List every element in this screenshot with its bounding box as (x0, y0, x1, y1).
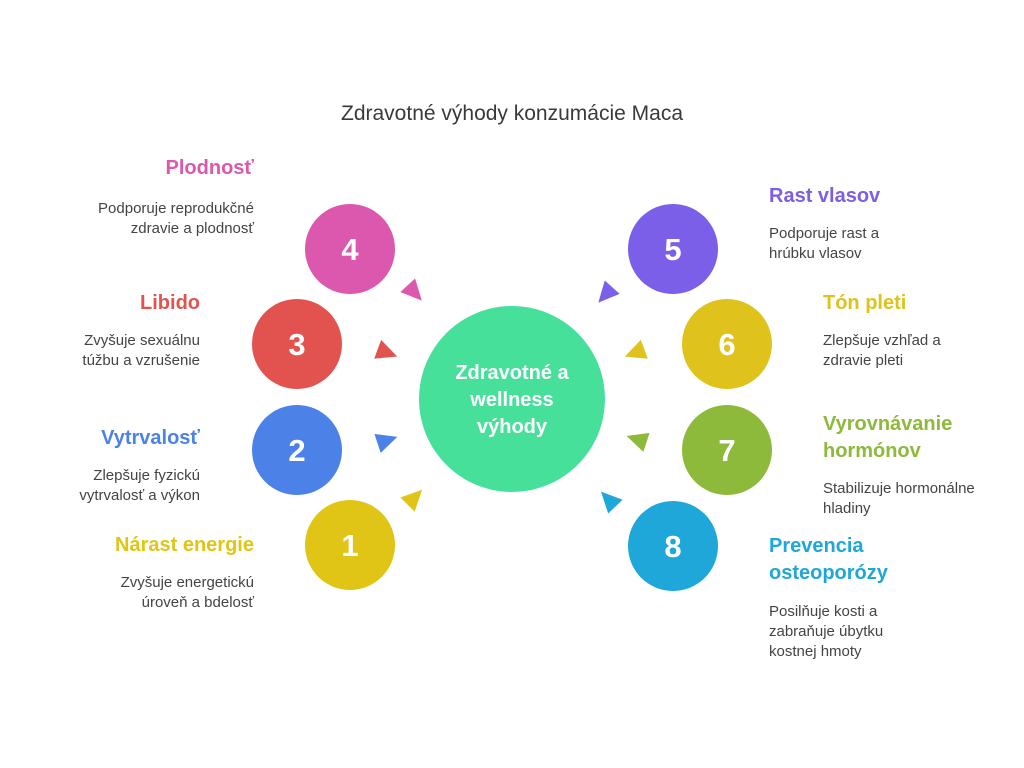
item-8-arrow-icon (600, 491, 623, 514)
item-5-number: 5 (664, 232, 681, 267)
item-6-arrow-icon (624, 339, 648, 359)
item-2-number: 2 (288, 433, 305, 468)
item-5-title: Rast vlasov (769, 185, 881, 207)
center-circle (419, 306, 605, 492)
item-7-circle (682, 405, 772, 495)
item-1-description: Zvyšuje energetickú úroveň a bdelosť (120, 574, 254, 611)
item-7-title: Vyrovnávanie hormónov (823, 413, 953, 462)
item-1-arrow-icon (400, 489, 423, 512)
item-1-title: Nárast energie (115, 534, 254, 556)
item-5-description: Podporuje rast a hrúbku vlasov (769, 225, 880, 262)
item-5-circle (628, 204, 718, 294)
item-8-number: 8 (664, 529, 681, 564)
item-8-circle (628, 501, 718, 591)
item-3-arrow-icon (374, 339, 398, 359)
item-3-number: 3 (288, 327, 305, 362)
item-2-arrow-icon (374, 433, 398, 453)
item-4-number: 4 (341, 232, 359, 267)
item-8-description: Posilňuje kosti a zabraňuje úbytku kostn… (769, 603, 884, 660)
item-2-title: Vytrvalosť (101, 427, 200, 449)
item-2-circle (252, 405, 342, 495)
item-2-description: Zlepšuje fyzickú vytrvalosť a výkon (79, 467, 200, 504)
item-7-description: Stabilizuje hormonálne hladiny (823, 480, 975, 517)
item-1-circle (305, 500, 395, 590)
item-6-description: Zlepšuje vzhľad a zdravie pleti (823, 332, 941, 369)
item-6-title: Tón pleti (823, 292, 907, 314)
item-1-number: 1 (341, 528, 358, 563)
item-8-title: Prevencia osteoporózy (769, 535, 888, 584)
item-3-description: Zvyšuje sexuálnu túžbu a vzrušenie (82, 332, 200, 369)
item-7-number: 7 (718, 433, 735, 468)
item-4-title: Plodnosť (165, 157, 254, 179)
item-6-circle (682, 299, 772, 389)
item-6-number: 6 (718, 327, 735, 362)
item-7-arrow-icon (626, 432, 650, 452)
item-3-title: Libido (140, 292, 200, 314)
item-4-arrow-icon (400, 278, 422, 301)
item-5-arrow-icon (598, 280, 620, 303)
item-3-circle (252, 299, 342, 389)
page-title: Zdravotné výhody konzumácie Maca (341, 102, 683, 125)
item-4-circle (305, 204, 395, 294)
item-4-description: Podporuje reprodukčné zdravie a plodnosť (98, 200, 254, 237)
